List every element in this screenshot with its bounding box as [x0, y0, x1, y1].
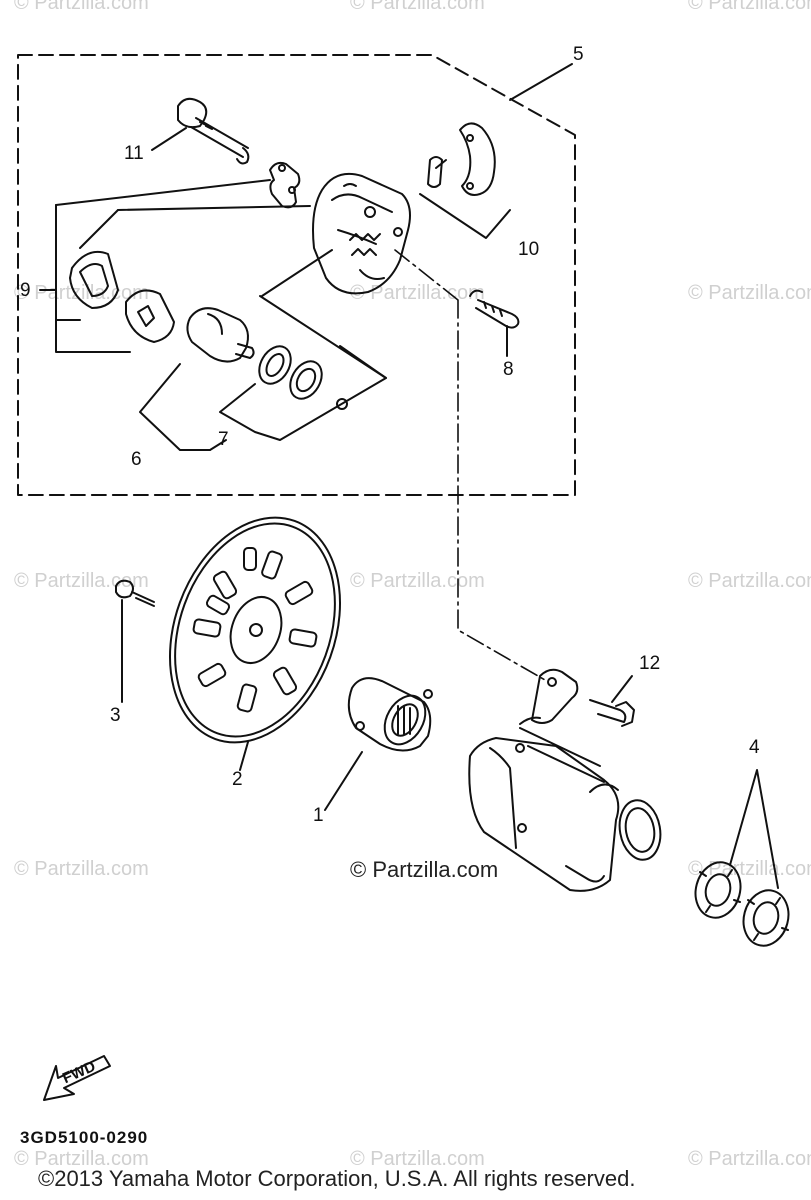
callout-8: 8 — [503, 359, 514, 380]
diagram-code: 3GD5100-0290 — [20, 1128, 149, 1147]
axle-hub — [468, 668, 662, 892]
callout-3: 3 — [110, 705, 121, 726]
callout-10: 10 — [518, 239, 540, 260]
watermark: © Partzilla.com — [688, 1148, 811, 1170]
hub-bolt-12 — [589, 699, 635, 727]
caliper-body — [312, 172, 411, 295]
brake-disc-2 — [168, 516, 342, 744]
caliper-bracket-10 — [427, 122, 496, 196]
copyright-text: ©2013 Yamaha Motor Corporation, U.S.A. A… — [38, 1166, 636, 1191]
watermark: © Partzilla.com — [14, 0, 149, 14]
callout-7: 7 — [218, 429, 229, 450]
disc-hub-1 — [347, 677, 433, 752]
disc-screw-3 — [115, 579, 155, 607]
watermark: © Partzilla.com — [688, 0, 811, 14]
axle-nuts-4 — [694, 861, 790, 947]
watermark: © Partzilla.com — [350, 1148, 485, 1170]
callout-6: 6 — [131, 449, 142, 470]
center-watermark: © Partzilla.com — [350, 857, 499, 882]
callout-1: 1 — [313, 805, 324, 826]
watermark: © Partzilla.com — [350, 570, 485, 592]
callout-9: 9 — [20, 280, 31, 301]
fwd-arrow-icon — [43, 1055, 111, 1101]
caliper-bolt-8 — [469, 289, 520, 329]
pad-clip — [269, 161, 301, 209]
callout-4: 4 — [749, 737, 760, 758]
callout-11: 11 — [124, 143, 144, 164]
watermark: © Partzilla.com — [350, 282, 485, 304]
brake-pads-9 — [69, 250, 175, 343]
watermark: © Partzilla.com — [14, 1148, 149, 1170]
watermark: © Partzilla.com — [14, 858, 149, 880]
watermark: © Partzilla.com — [688, 570, 811, 592]
watermark: © Partzilla.com — [14, 282, 149, 304]
assembly-boundary — [17, 54, 576, 496]
callout-5: 5 — [573, 44, 584, 65]
caliper-bolt-11 — [177, 97, 250, 165]
watermark: © Partzilla.com — [350, 0, 485, 14]
caliper-piston-6 — [186, 307, 255, 363]
callout-2: 2 — [232, 769, 243, 790]
watermark: © Partzilla.com — [688, 282, 811, 304]
piston-seals-7 — [258, 345, 348, 410]
callout-12: 12 — [639, 653, 661, 674]
